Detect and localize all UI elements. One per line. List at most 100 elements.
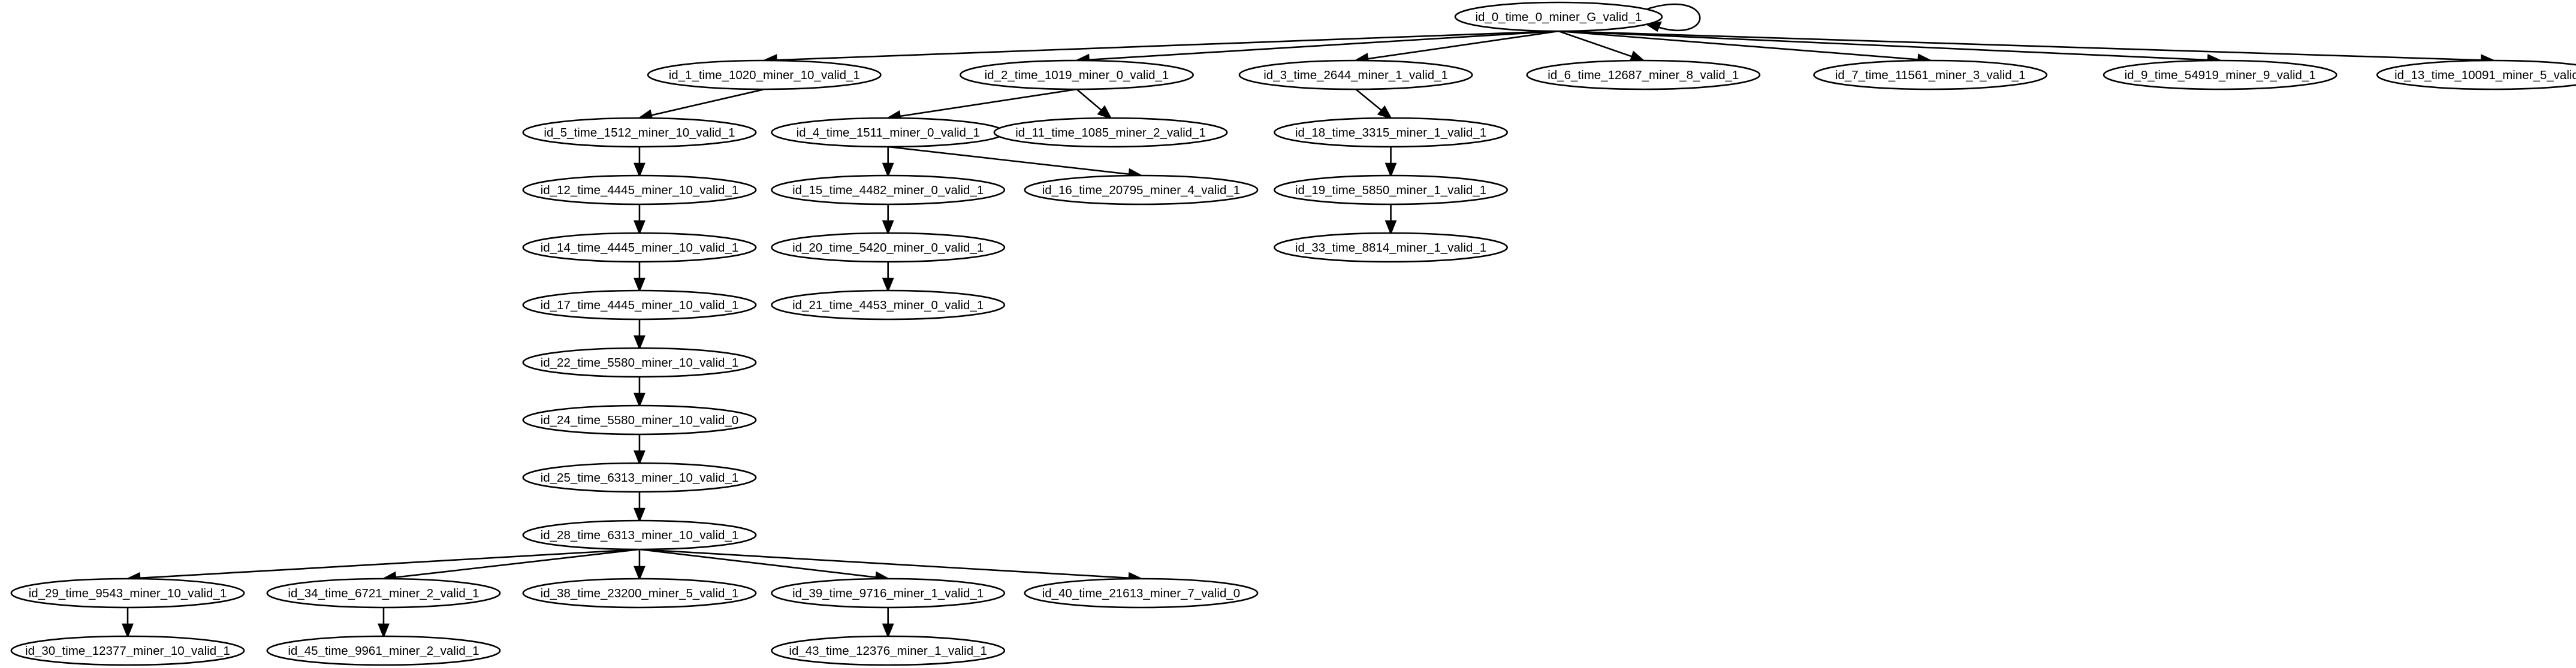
edges-layer: [122, 3, 2496, 639]
edge-n19-n33: [1384, 204, 1397, 235]
edge-n2-n11: [1076, 89, 1112, 120]
edge-n17-n22: [634, 319, 645, 350]
edge-n25-n28: [634, 492, 645, 523]
node-n29: id_29_time_9543_miner_10_valid_1: [10, 578, 245, 609]
arrowhead: [634, 450, 645, 466]
node-ellipse: [266, 635, 501, 666]
node-n11: id_11_time_1085_miner_2_valid_1: [993, 117, 1228, 148]
node-n12: id_12_time_4445_miner_10_valid_1: [522, 174, 757, 205]
node-label: id_16_time_20795_miner_4_valid_1: [1042, 183, 1241, 197]
node-ellipse: [1526, 59, 1761, 90]
node-ellipse: [522, 578, 757, 609]
edge-n2-n4: [886, 88, 1077, 122]
node-n21: id_21_time_4453_miner_0_valid_1: [771, 289, 1006, 321]
edge-n14-n17: [634, 262, 645, 293]
edge-n28-n29: [125, 548, 640, 584]
arrowhead: [122, 623, 134, 639]
edge-n12-n14: [634, 204, 645, 235]
edge-line: [1088, 30, 1559, 61]
node-label: id_3_time_2644_miner_1_valid_1: [1263, 68, 1448, 82]
node-n2: id_2_time_1019_miner_0_valid_1: [960, 59, 1194, 90]
edge-line: [1558, 30, 2209, 61]
node-ellipse: [647, 59, 882, 90]
edge-n24-n25: [634, 434, 645, 466]
node-n22: id_22_time_5580_miner_10_valid_1: [522, 347, 757, 378]
node-n20: id_20_time_5420_miner_0_valid_1: [771, 232, 1006, 263]
node-label: id_13_time_10091_miner_5_valid_1: [2394, 68, 2576, 82]
node-label: id_29_time_9543_miner_10_valid_1: [29, 587, 227, 600]
node-ellipse: [1813, 59, 2048, 90]
edge-n28-n38: [634, 549, 645, 581]
edge-n39-n43: [882, 607, 894, 639]
edge-line: [1558, 30, 1633, 58]
node-ellipse: [522, 519, 757, 551]
edge-n0-n3: [1353, 30, 1559, 65]
node-n9: id_9_time_54919_miner_9_valid_1: [2103, 59, 2337, 90]
arrowhead: [634, 277, 645, 293]
node-ellipse: [771, 635, 1006, 666]
arrowhead: [882, 623, 894, 639]
node-ellipse: [1024, 578, 1259, 609]
node-n24: id_24_time_5580_miner_10_valid_0: [522, 404, 757, 436]
node-ellipse: [522, 347, 757, 378]
edge-n22-n24: [634, 377, 645, 408]
edge-n28-n39: [639, 548, 891, 584]
node-label: id_0_time_0_miner_G_valid_1: [1475, 10, 1642, 24]
node-ellipse: [522, 404, 757, 436]
node-n13: id_13_time_10091_miner_5_valid_1: [2376, 59, 2576, 90]
edge-n0-n0: [1645, 3, 1701, 32]
edge-line: [1647, 3, 1701, 31]
node-label: id_9_time_54919_miner_9_valid_1: [2125, 68, 2316, 82]
node-label: id_15_time_4482_miner_0_valid_1: [792, 183, 984, 197]
node-label: id_40_time_21613_miner_7_valid_0: [1042, 587, 1241, 600]
node-ellipse: [993, 117, 1228, 148]
node-ellipse: [771, 578, 1006, 609]
node-ellipse: [960, 59, 1194, 90]
edge-n15-n20: [882, 204, 894, 235]
edge-line: [1355, 88, 1382, 111]
edge-line: [900, 88, 1077, 117]
edge-n34-n45: [378, 607, 390, 639]
edge-n4-n16: [888, 146, 1144, 180]
node-n38: id_38_time_23200_miner_5_valid_1: [522, 578, 757, 609]
edge-n0-n6: [1558, 30, 1646, 62]
node-n1: id_1_time_1020_miner_10_valid_1: [647, 59, 882, 90]
node-label: id_20_time_5420_miner_0_valid_1: [792, 241, 984, 255]
node-ellipse: [771, 174, 1006, 205]
node-label: id_43_time_12376_miner_1_valid_1: [789, 644, 987, 658]
edge-n3-n18: [1355, 88, 1393, 120]
node-ellipse: [2103, 59, 2337, 90]
edge-line: [651, 88, 765, 116]
arrowhead: [634, 566, 645, 581]
arrowhead: [882, 162, 894, 178]
node-n40: id_40_time_21613_miner_7_valid_0: [1024, 578, 1259, 609]
edge-line: [139, 548, 640, 579]
node-label: id_39_time_9716_miner_1_valid_1: [792, 587, 984, 600]
edge-n4-n15: [882, 147, 894, 178]
node-ellipse: [2376, 59, 2576, 90]
node-label: id_2_time_1019_miner_0_valid_1: [985, 68, 1169, 82]
nodes-layer: id_0_time_0_miner_G_valid_1 id_1_time_102…: [10, 1, 2576, 666]
node-n33: id_33_time_8814_miner_1_valid_1: [1274, 232, 1509, 263]
node-ellipse: [1274, 174, 1509, 205]
edge-line: [888, 146, 1130, 176]
node-ellipse: [522, 289, 757, 321]
node-label: id_14_time_4445_miner_10_valid_1: [541, 241, 739, 255]
arrowhead: [882, 220, 894, 235]
node-ellipse: [10, 578, 245, 609]
node-label: id_18_time_3315_miner_1_valid_1: [1295, 126, 1486, 140]
node-ellipse: [522, 174, 757, 205]
arrowhead: [634, 392, 645, 408]
node-label: id_6_time_12687_miner_8_valid_1: [1548, 68, 1739, 82]
node-n45: id_45_time_9961_miner_2_valid_1: [266, 635, 501, 666]
node-ellipse: [1274, 117, 1509, 148]
node-n43: id_43_time_12376_miner_1_valid_1: [771, 635, 1006, 666]
edge-n5-n12: [634, 147, 645, 178]
node-label: id_5_time_1512_miner_10_valid_1: [544, 126, 735, 140]
node-n6: id_6_time_12687_miner_8_valid_1: [1526, 59, 1761, 90]
node-n18: id_18_time_3315_miner_1_valid_1: [1274, 117, 1509, 148]
arrowhead: [1384, 162, 1397, 178]
node-label: id_22_time_5580_miner_10_valid_1: [541, 356, 739, 370]
node-ellipse: [522, 462, 757, 493]
arrowhead: [1377, 105, 1393, 120]
